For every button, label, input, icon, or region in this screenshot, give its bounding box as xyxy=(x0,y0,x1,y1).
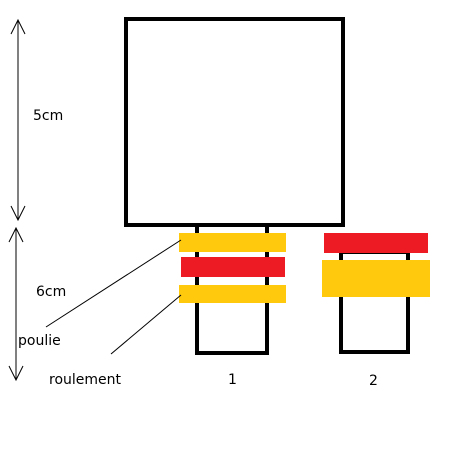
dimension-arrow-bottom xyxy=(8,226,24,382)
bearing-1-top xyxy=(179,233,286,252)
bearing-1-bottom xyxy=(179,285,286,303)
pulley-label: poulie xyxy=(18,333,61,349)
variant-2-label: 2 xyxy=(369,373,378,389)
variant-1-label: 1 xyxy=(228,372,237,388)
leader-line-bearing xyxy=(110,294,182,355)
leader-line-pulley xyxy=(45,239,182,328)
pulley-2 xyxy=(324,233,428,253)
main-block xyxy=(124,17,345,227)
dimension-arrow-top xyxy=(10,18,26,222)
bearing-label: roulement xyxy=(49,372,122,388)
bottom-dimension-label: 6cm xyxy=(36,284,67,300)
top-dimension-label: 5cm xyxy=(33,108,64,124)
bearing-2 xyxy=(322,260,430,297)
pulley-1 xyxy=(181,257,285,277)
